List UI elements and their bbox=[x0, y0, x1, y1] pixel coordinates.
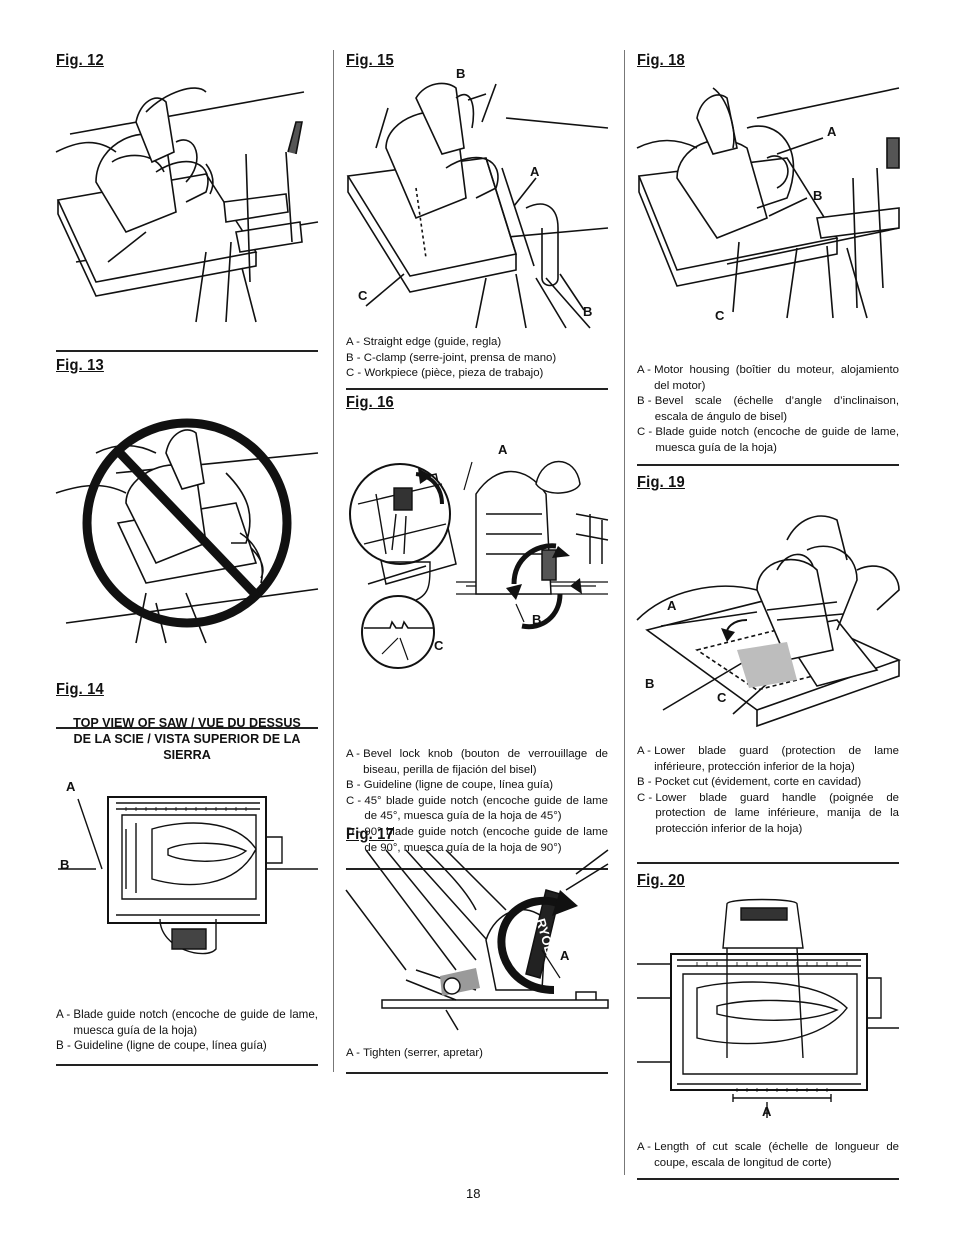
callout-a: A bbox=[827, 124, 837, 139]
fig-14-subtitle: TOP VIEW OF SAW / VUE DU DESSUS DE LA SC… bbox=[73, 716, 301, 762]
callout-a: A bbox=[66, 779, 76, 794]
callout-a: A bbox=[667, 598, 677, 613]
fig-19: Fig. 19 A B C A - Lower bbox=[636, 474, 902, 864]
fig-17: Fig. 17 A RYOBI A - Tighten (serrer, ap bbox=[345, 826, 609, 1074]
figure-label: Fig. 15 bbox=[346, 52, 394, 69]
fig-19-illustration bbox=[636, 515, 902, 728]
fig-12-illustration bbox=[55, 87, 319, 323]
callout-c: C bbox=[358, 288, 368, 303]
fig-17-illustration: RYOBI bbox=[345, 849, 609, 1031]
page-number: 18 bbox=[466, 1186, 481, 1201]
figure-label: Fig. 12 bbox=[56, 52, 104, 69]
fig-13-illustration bbox=[55, 418, 319, 644]
fig-15-illustration bbox=[346, 82, 609, 329]
callout-c: C bbox=[715, 308, 725, 323]
callout-b: B bbox=[532, 612, 542, 627]
figure-label: Fig. 19 bbox=[637, 474, 685, 491]
legend-row: B - Bevel scale (échelle d’angle d’incli… bbox=[637, 395, 899, 423]
fig-18-legend: A - Motor housing (boîtier du moteur, al… bbox=[637, 363, 899, 457]
legend-row: C - Lower blade guard handle (poignée de… bbox=[637, 791, 899, 835]
callout-b: B bbox=[645, 676, 655, 691]
legend-row: A - Motor housing (boîtier du moteur, al… bbox=[637, 364, 899, 392]
fig-17-legend: A - Tighten (serrer, apretar) bbox=[346, 1046, 608, 1062]
fig-14: Fig. 14 TOP VIEW OF SAW / VUE DU DESSUS … bbox=[56, 681, 318, 1066]
callout-a: A bbox=[530, 164, 540, 179]
legend-row: B - C-clamp (serre-joint, prensa de mano… bbox=[346, 351, 557, 364]
fig-12: Fig. 12 bbox=[55, 52, 319, 352]
callout-b: B bbox=[60, 857, 70, 872]
callout-a: A bbox=[560, 948, 570, 963]
callout-a: A bbox=[498, 442, 508, 457]
fig-16: Fig. 16 A B C D bbox=[346, 394, 609, 870]
fig-18: Fig. 18 A B C A - Motor housing (boî bbox=[636, 52, 900, 466]
callout-c: C bbox=[717, 690, 727, 705]
legend-row: A - Length of cut scale (échelle de long… bbox=[637, 1141, 899, 1169]
fig-15: Fig. 15 B A C B A - Straight edg bbox=[346, 52, 609, 390]
legend-row: D - 90° blade guide notch (encoche guide… bbox=[346, 825, 608, 854]
fig-18-illustration bbox=[636, 87, 900, 319]
fig-19-legend: A - Lower blade guard (protection de lam… bbox=[637, 744, 899, 838]
figure-label: Fig. 17 bbox=[346, 826, 394, 843]
fig-16-illustration bbox=[349, 460, 609, 669]
callout-b-top: B bbox=[456, 66, 466, 81]
fig-14-legend: A - Blade guide notch (encoche de guide … bbox=[56, 1007, 318, 1054]
figure-label: Fig. 13 bbox=[56, 357, 104, 374]
fig-14-top-view-illustration bbox=[58, 796, 318, 955]
fig-16-legend: A - Bevel lock knob (bouton de verrouill… bbox=[346, 747, 608, 856]
legend-row: A - Blade guide notch (encoche de guide … bbox=[56, 1008, 318, 1037]
fig-13: Fig. 13 bbox=[55, 357, 319, 729]
figure-label: Fig. 20 bbox=[637, 872, 685, 889]
column-divider-right bbox=[624, 50, 625, 1175]
legend-row: B - Guideline (ligne de coupe, línea guí… bbox=[56, 1039, 267, 1053]
legend-row: A - Straight edge (guide, regla) bbox=[346, 336, 502, 348]
legend-row: A - Tighten (serrer, apretar) bbox=[346, 1047, 483, 1059]
figure-label: Fig. 14 bbox=[56, 681, 104, 698]
legend-row: C - 45° blade guide notch (encoche guide… bbox=[346, 794, 608, 823]
callout-b: B bbox=[813, 188, 823, 203]
legend-row: A - Bevel lock knob (bouton de verrouill… bbox=[346, 748, 608, 776]
callout-c: C bbox=[434, 638, 444, 653]
callout-b-bottom: B bbox=[583, 304, 593, 319]
column-divider-left bbox=[333, 50, 334, 1072]
figure-label: Fig. 18 bbox=[637, 52, 685, 69]
legend-row: B - Guideline (ligne de coupe, línea guí… bbox=[346, 779, 554, 792]
legend-row: B - Pocket cut (évidement, corte en cavi… bbox=[637, 776, 862, 789]
legend-row: C - Workpiece (pièce, pieza de trabajo) bbox=[346, 367, 544, 380]
fig-15-legend: A - Straight edge (guide, regla) B - C-c… bbox=[346, 335, 608, 382]
legend-row: A - Lower blade guard (protection de lam… bbox=[637, 745, 899, 773]
legend-row: C - Blade guide notch (encoche de guide … bbox=[637, 426, 899, 454]
fig-20-legend: A - Length of cut scale (échelle de long… bbox=[637, 1140, 899, 1171]
fig-20: Fig. 20 A A bbox=[637, 872, 899, 1180]
figure-label: Fig. 16 bbox=[346, 394, 394, 411]
fig-20-top-view-illustration bbox=[637, 898, 899, 1118]
